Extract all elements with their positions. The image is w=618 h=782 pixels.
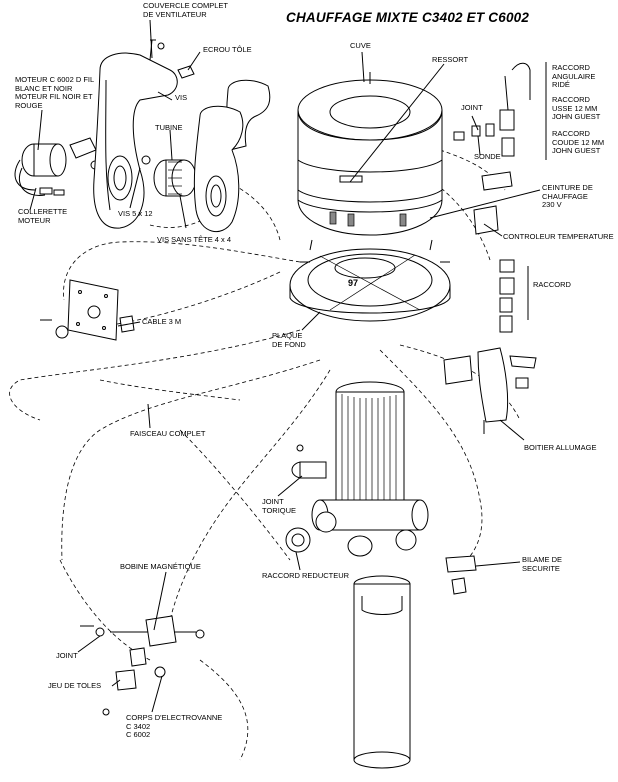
label-controleur: CONTROLEUR TEMPERATURE xyxy=(503,232,614,241)
label-line: DE FOND xyxy=(272,339,306,349)
label-line: CEINTURE DE xyxy=(542,183,593,192)
fan-housing-drawing xyxy=(193,79,271,232)
burner-drawing xyxy=(291,381,429,557)
part-number: 97 xyxy=(348,278,359,288)
label-line: BLANC ET NOIR xyxy=(15,83,73,93)
label-line: COUDE 12 MM xyxy=(552,137,605,147)
label-line: ANGULAIRE xyxy=(552,71,596,81)
label-line: ROUGE xyxy=(15,100,43,110)
label-line: COUVERCLE COMPLET xyxy=(143,1,229,10)
label-line: TORIQUE xyxy=(262,505,297,515)
reducer-drawing xyxy=(285,527,311,553)
label-jeu-toles: JEU DE TOLES xyxy=(48,681,102,690)
label-raccord: RACCORD xyxy=(533,280,571,289)
label-line: RACCORD xyxy=(552,129,590,138)
label-ceinture: CEINTURE DE CHAUFFAGE 230 V xyxy=(542,183,593,210)
label-line: COLLERETTE xyxy=(18,207,68,216)
label-line: JOHN GUEST xyxy=(552,112,601,121)
fittings-drawing xyxy=(453,62,531,333)
label-line: DE VENTILATEUR xyxy=(143,9,207,19)
label-line: JOINT xyxy=(262,497,284,506)
label-bilame: BILAME DE SECURITE xyxy=(522,555,563,573)
label-vis: VIS xyxy=(175,93,188,102)
ignition-box-drawing xyxy=(443,347,537,434)
label-raccord-angulaire: RACCORD ANGULAIRE RIDÉ xyxy=(552,63,596,90)
solenoid-valve-drawing xyxy=(80,615,205,716)
label-cable: CABLE 3 M xyxy=(142,317,182,326)
label-raccord-reducteur: RACCORD REDUCTEUR xyxy=(262,571,350,580)
label-line: MOTEUR FIL NOIR ET xyxy=(15,92,93,101)
label-faisceau: FAISCEAU COMPLET xyxy=(130,429,206,438)
label-line: SECURITE xyxy=(522,563,560,573)
label-vis-sans-tete: VIS SANS TÊTE 4 x 4 xyxy=(157,235,232,244)
label-ressort: RESSORT xyxy=(432,55,469,64)
label-raccord-usse: RACCORD USSE 12 MM JOHN GUEST xyxy=(552,95,601,122)
label-joint-top: JOINT xyxy=(461,103,483,112)
label-line: BILAME DE xyxy=(522,555,563,564)
label-line: RACCORD xyxy=(552,63,590,72)
label-line: C 3402 xyxy=(126,721,151,731)
label-joint-bottom: JOINT xyxy=(56,651,78,660)
label-line: C 6002 xyxy=(126,730,151,739)
label-vis-5x12: VIS 5 x 12 xyxy=(118,209,153,218)
label-collerette: COLLERETTE MOTEUR xyxy=(18,207,68,225)
tank-drawing xyxy=(297,72,443,236)
diagram-title: CHAUFFAGE MIXTE C3402 ET C6002 xyxy=(286,10,530,25)
label-plaque: PLAQUE DE FOND xyxy=(272,331,306,349)
label-line: JOHN GUEST xyxy=(552,146,601,155)
control-panel-drawing xyxy=(40,279,135,341)
label-moteur: MOTEUR C 6002 D FIL BLANC ET NOIR MOTEUR… xyxy=(15,75,95,110)
label-line: MOTEUR xyxy=(18,215,51,225)
leader-lines xyxy=(29,19,547,713)
label-corps: CORPS D'ELECTROVANNE C 3402 C 6002 xyxy=(126,713,223,740)
exhaust-tube-drawing xyxy=(353,575,411,769)
label-line: RACCORD xyxy=(552,95,590,104)
label-boitier: BOITIER ALLUMAGE xyxy=(524,443,597,452)
fan-cover-drawing xyxy=(93,39,178,229)
label-joint-torique: JOINT TORIQUE xyxy=(262,497,297,515)
label-cuve: CUVE xyxy=(350,41,371,50)
label-line: CHAUFFAGE xyxy=(542,191,588,201)
label-line: RIDÉ xyxy=(552,80,570,89)
nut-drawing xyxy=(177,65,195,79)
motor-drawing xyxy=(14,137,100,196)
turbine-drawing xyxy=(141,155,197,197)
label-line: 230 V xyxy=(542,200,562,209)
label-raccord-coude: RACCORD COUDE 12 MM JOHN GUEST xyxy=(552,129,605,156)
label-line: CORPS D'ELECTROVANNE xyxy=(126,713,223,722)
wiring-harness-lines xyxy=(9,149,521,761)
base-plate-drawing xyxy=(289,239,451,322)
label-ecrou-tole: ECROU TÔLE xyxy=(203,45,252,54)
label-line: MOTEUR C 6002 D FIL xyxy=(15,75,95,84)
label-bobine: BOBINE MAGNÉTIQUE xyxy=(120,562,201,571)
bimetal-drawing xyxy=(445,555,477,595)
label-line: USSE 12 MM xyxy=(552,103,598,113)
label-line: PLAQUE xyxy=(272,331,303,340)
label-tubine: TUBINE xyxy=(155,123,183,132)
label-couvercle: COUVERCLE COMPLET DE VENTILATEUR xyxy=(143,1,229,19)
label-sonde: SONDE xyxy=(474,152,501,161)
